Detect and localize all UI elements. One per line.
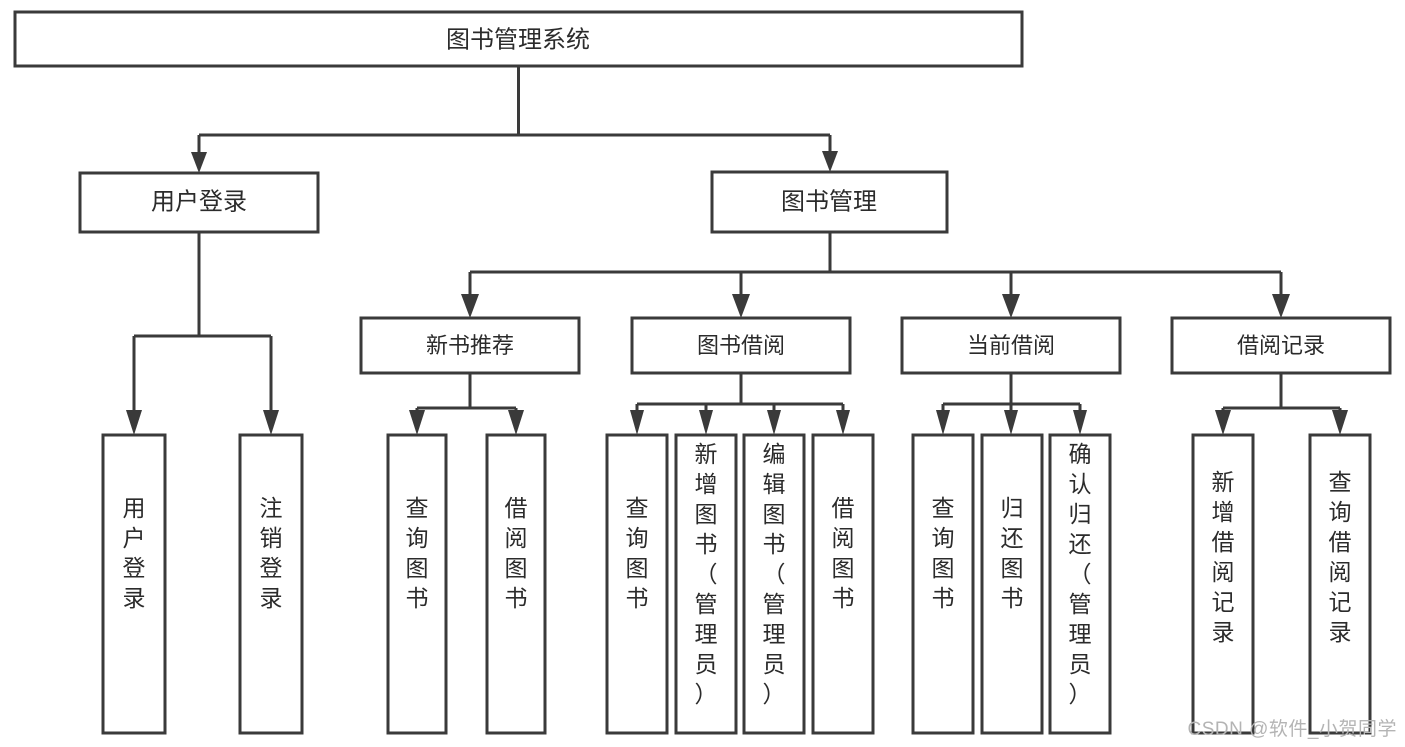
node-query-borrow-record-box[interactable] xyxy=(1308,433,1372,735)
node-query-book-3-box[interactable] xyxy=(911,433,975,735)
node-current-borrow-box[interactable] xyxy=(900,316,1122,375)
node-query-borrow-record-label: 查询借阅记录 xyxy=(1329,469,1352,645)
arrow-head-add-book xyxy=(699,410,713,435)
node-add-book[interactable]: 新增图书（管理员） xyxy=(674,433,738,735)
csdn-watermark: CSDN @软件_小贺同学 xyxy=(1187,719,1397,740)
node-current-borrow-label: 当前借阅 xyxy=(967,333,1055,358)
node-confirm-return[interactable]: 确认归还（管理员） xyxy=(1048,433,1112,735)
node-user-login-label: 用户登录 xyxy=(151,188,247,215)
node-return-book[interactable]: 归还图书 xyxy=(980,433,1044,735)
node-borrow-book-2-box[interactable] xyxy=(811,433,875,735)
node-query-book-3-label: 查询图书 xyxy=(932,495,955,611)
node-borrow-book-2[interactable]: 借阅图书 xyxy=(811,433,875,735)
node-query-book-2-box[interactable] xyxy=(605,433,669,735)
node-user-logout-leaf[interactable]: 注销登录 xyxy=(238,433,304,735)
node-query-book-2[interactable]: 查询图书 xyxy=(605,433,669,735)
node-return-book-label: 归还图书 xyxy=(1001,495,1024,611)
node-book-borrow-box[interactable] xyxy=(630,316,852,375)
node-borrow-records[interactable]: 借阅记录 xyxy=(1170,316,1392,375)
arrow-head-user-login xyxy=(191,152,207,173)
node-book-borrow[interactable]: 图书借阅 xyxy=(630,316,852,375)
node-root-box[interactable] xyxy=(13,10,1024,68)
arrow-head-confirm-return xyxy=(1073,410,1087,435)
arrow-head-query-book-2 xyxy=(630,410,644,435)
arrow-head-edit-book xyxy=(767,410,781,435)
arrow-head-user-login-leaf xyxy=(126,410,142,435)
node-book-borrow-label: 图书借阅 xyxy=(697,333,785,358)
node-edit-book[interactable]: 编辑图书（管理员） xyxy=(742,433,806,735)
node-confirm-return-box[interactable] xyxy=(1048,433,1112,735)
node-return-book-box[interactable] xyxy=(980,433,1044,735)
arrow-head-borrow-records xyxy=(1272,294,1290,318)
node-query-book-1-box[interactable] xyxy=(386,433,448,735)
node-user-login-leaf-box[interactable] xyxy=(101,433,167,735)
node-current-borrow[interactable]: 当前借阅 xyxy=(900,316,1122,375)
node-user-login-box[interactable] xyxy=(78,171,320,234)
node-query-book-1-label: 查询图书 xyxy=(406,495,429,611)
node-add-book-label: 新增图书（管理员） xyxy=(695,441,718,707)
node-edit-book-box[interactable] xyxy=(742,433,806,735)
arrow-head-query-borrow-record xyxy=(1332,410,1348,435)
node-confirm-return-label: 确认归还（管理员） xyxy=(1069,441,1092,707)
node-book-management-box[interactable] xyxy=(710,170,949,234)
node-book-management-label: 图书管理 xyxy=(781,188,877,215)
arrow-head-user-logout-leaf xyxy=(263,410,279,435)
node-user-login[interactable]: 用户登录 xyxy=(78,171,320,234)
node-new-book-recommend-label: 新书推荐 xyxy=(426,333,514,358)
node-borrow-book-1-label: 借阅图书 xyxy=(505,495,528,611)
node-borrow-records-label: 借阅记录 xyxy=(1237,333,1325,358)
node-root[interactable]: 图书管理系统 xyxy=(13,10,1024,68)
node-user-login-leaf-label: 用户登录 xyxy=(123,495,146,611)
node-add-borrow-record[interactable]: 新增借阅记录 xyxy=(1191,433,1255,735)
node-borrow-records-box[interactable] xyxy=(1170,316,1392,375)
node-query-book-3[interactable]: 查询图书 xyxy=(911,433,975,735)
node-query-book-1[interactable]: 查询图书 xyxy=(386,433,448,735)
arrow-head-current-borrow xyxy=(1002,294,1020,318)
arrow-head-book-borrow xyxy=(732,294,750,318)
arrow-head-return-book xyxy=(1004,410,1018,435)
node-root-label: 图书管理系统 xyxy=(446,26,590,53)
node-query-borrow-record[interactable]: 查询借阅记录 xyxy=(1308,433,1372,735)
node-borrow-book-1-box[interactable] xyxy=(485,433,547,735)
node-add-book-box[interactable] xyxy=(674,433,738,735)
connector-layer xyxy=(126,66,1348,435)
arrow-head-book-management xyxy=(822,151,838,172)
node-user-login-leaf[interactable]: 用户登录 xyxy=(101,433,167,735)
arrow-head-query-book-1 xyxy=(409,410,425,435)
node-book-management[interactable]: 图书管理 xyxy=(710,170,949,234)
node-new-book-recommend[interactable]: 新书推荐 xyxy=(359,316,581,375)
arrow-head-borrow-book-2 xyxy=(836,410,850,435)
arrow-head-new-book-recommend xyxy=(461,294,479,318)
node-query-book-2-label: 查询图书 xyxy=(626,495,649,611)
node-user-logout-leaf-box[interactable] xyxy=(238,433,304,735)
node-user-logout-leaf-label: 注销登录 xyxy=(260,495,283,611)
node-borrow-book-2-label: 借阅图书 xyxy=(832,495,855,611)
arrow-head-add-borrow-record xyxy=(1215,410,1231,435)
arrow-head-query-book-3 xyxy=(936,410,950,435)
node-add-borrow-record-box[interactable] xyxy=(1191,433,1255,735)
arrow-head-borrow-book-1 xyxy=(508,410,524,435)
node-add-borrow-record-label: 新增借阅记录 xyxy=(1212,469,1235,645)
node-edit-book-label: 编辑图书（管理员） xyxy=(763,441,786,707)
node-new-book-recommend-box[interactable] xyxy=(359,316,581,375)
node-borrow-book-1[interactable]: 借阅图书 xyxy=(485,433,547,735)
